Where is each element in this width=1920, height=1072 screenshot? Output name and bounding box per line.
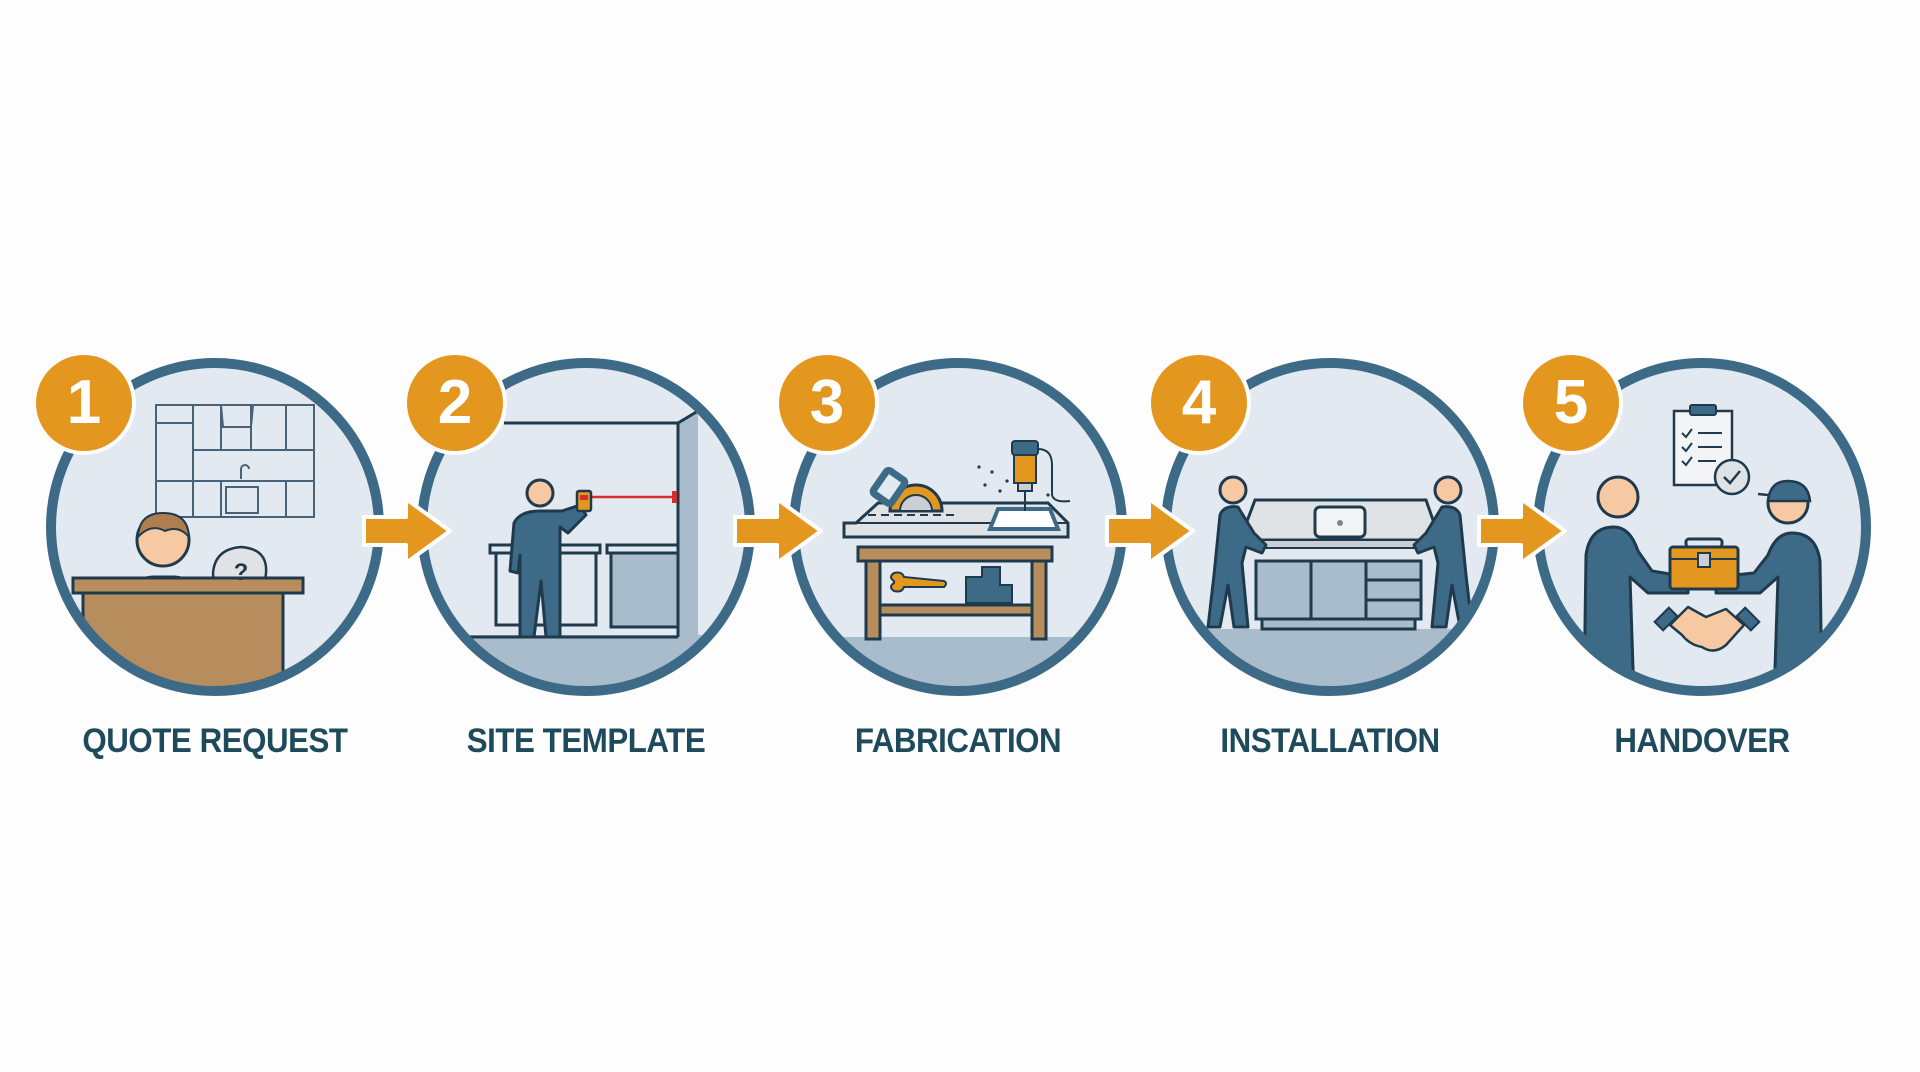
step-label-quote-request: QUOTE REQUEST bbox=[82, 722, 348, 760]
workbench-saw-router-icon bbox=[789, 358, 1127, 696]
step-label-site-template: SITE TEMPLATE bbox=[466, 722, 706, 760]
step-number-badge: 5 bbox=[1523, 355, 1619, 451]
step-5: 5 bbox=[1523, 355, 1874, 699]
step-1: ? 1 bbox=[36, 355, 387, 699]
step-3: 3 bbox=[779, 355, 1130, 699]
arrow-right-icon bbox=[1477, 497, 1567, 565]
worker-laser-measuring-icon bbox=[417, 358, 755, 696]
step-number-badge: 2 bbox=[407, 355, 503, 451]
step-number-badge: 1 bbox=[36, 355, 132, 451]
step-label-handover: HANDOVER bbox=[1614, 722, 1790, 760]
question-mark-bubble: ? bbox=[234, 559, 249, 586]
step-label-installation: INSTALLATION bbox=[1220, 722, 1440, 760]
step-label-fabrication: FABRICATION bbox=[854, 722, 1062, 760]
workers-placing-countertop-icon bbox=[1161, 358, 1499, 696]
arrow-right-icon bbox=[362, 497, 452, 565]
customer-at-desk-with-kitchen-sketch-icon: ? bbox=[46, 358, 384, 696]
handshake-handover-icon bbox=[1533, 358, 1871, 696]
step-2: 2 bbox=[407, 355, 758, 699]
step-number-badge: 4 bbox=[1151, 355, 1247, 451]
arrow-right-icon bbox=[733, 497, 823, 565]
arrow-right-icon bbox=[1105, 497, 1195, 565]
step-4: 4 bbox=[1151, 355, 1502, 699]
step-number-badge: 3 bbox=[779, 355, 875, 451]
